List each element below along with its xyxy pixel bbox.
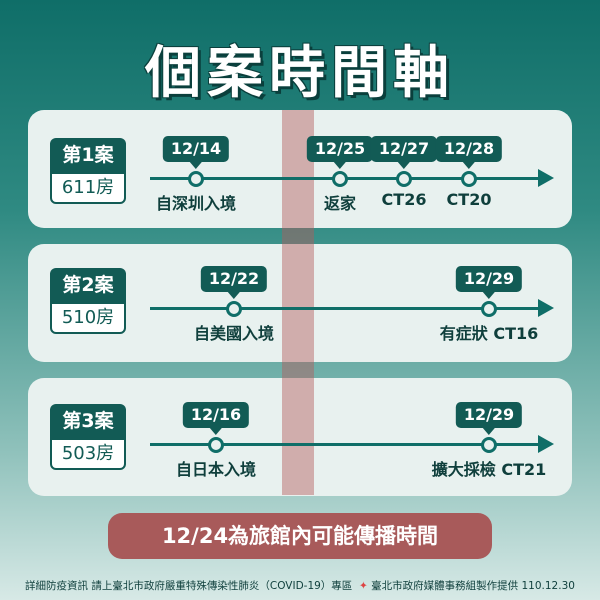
event-dot: [226, 301, 242, 317]
event-dot: [208, 437, 224, 453]
footer-info: 詳細防疫資訊 請上臺北市政府嚴重特殊傳染性肺炎（COVID-19）專區: [25, 580, 353, 592]
event-dot: [461, 171, 477, 187]
footer-credit: 臺北市政府媒體事務組製作提供 110.12.30: [371, 580, 575, 592]
event-date: 12/22: [200, 266, 268, 299]
timeline-arrow-icon: [538, 169, 554, 187]
room-label: 503房: [50, 438, 126, 470]
timeline-arrow-icon: [538, 435, 554, 453]
case-label: 第3案: [50, 404, 126, 438]
case-label: 第2案: [50, 268, 126, 302]
event-dot: [481, 301, 497, 317]
event-dot: [332, 171, 348, 187]
event-dot: [188, 171, 204, 187]
room-label: 611房: [50, 172, 126, 204]
event-text: 自美國入境: [193, 324, 275, 343]
transmission-period-band: [282, 110, 314, 495]
event-text: 返家: [323, 194, 357, 213]
page-title: 個案時間軸: [145, 41, 455, 106]
event-date: 12/16: [182, 402, 250, 435]
timeline-line: [150, 307, 540, 310]
event-text: CT26: [381, 190, 427, 209]
case-label: 第1案: [50, 138, 126, 172]
event-date: 12/27: [370, 136, 438, 169]
event-text: 自深圳入境: [155, 194, 237, 213]
event-date: 12/25: [306, 136, 374, 169]
timeline-line: [150, 443, 540, 446]
event-date: 12/14: [162, 136, 230, 169]
event-text: 擴大採檢 CT21: [431, 460, 547, 479]
event-date: 12/29: [455, 402, 523, 435]
room-label: 510房: [50, 302, 126, 334]
event-text: 自日本入境: [175, 460, 257, 479]
event-date: 12/28: [435, 136, 503, 169]
taipei-logo-icon: ✦: [359, 580, 368, 592]
event-text: 有症狀 CT16: [439, 324, 539, 343]
timeline-arrow-icon: [538, 299, 554, 317]
transmission-banner: 12/24為旅館內可能傳播時間: [108, 513, 492, 559]
event-dot: [481, 437, 497, 453]
footer: 詳細防疫資訊 請上臺北市政府嚴重特殊傳染性肺炎（COVID-19）專區 ✦ 臺北…: [0, 578, 600, 593]
event-text: CT20: [446, 190, 492, 209]
event-date: 12/29: [455, 266, 523, 299]
event-dot: [396, 171, 412, 187]
